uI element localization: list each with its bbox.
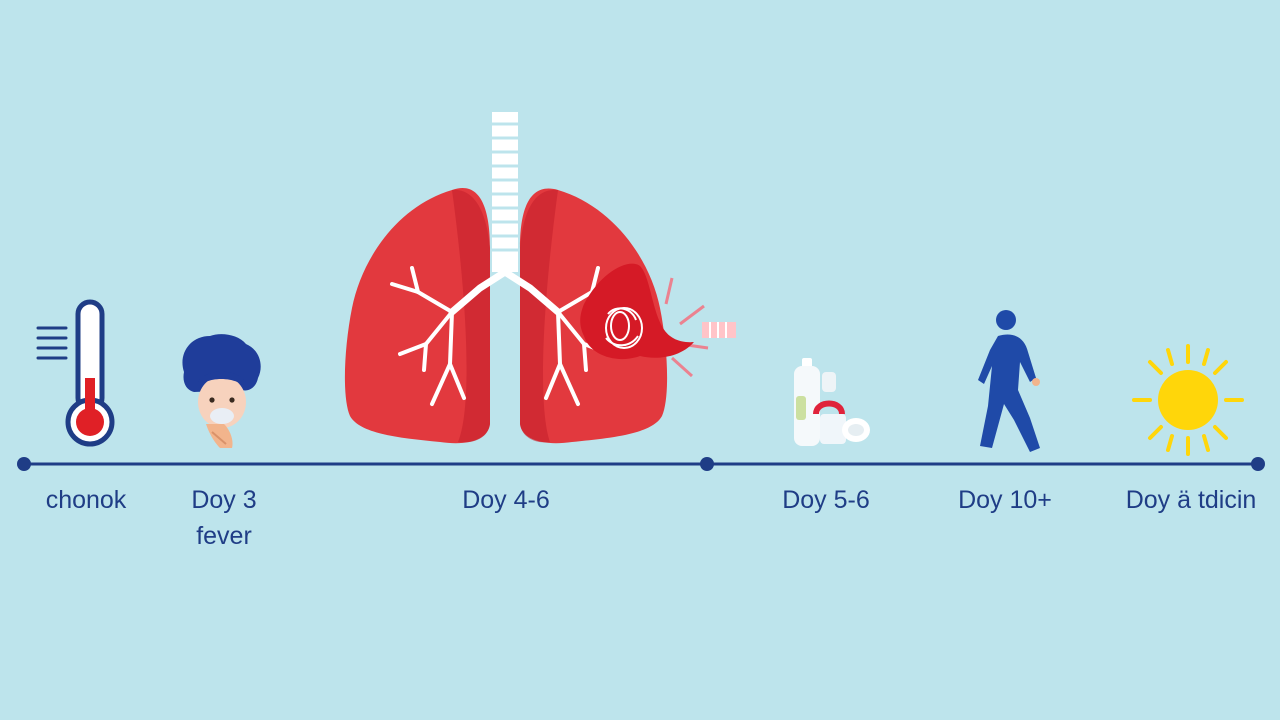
stage-label-text: Doy 3 xyxy=(191,486,257,514)
stage-label-day56: Doy 5-6 xyxy=(782,482,870,518)
stage-sublabel-text: fever xyxy=(196,522,252,550)
medicine-icon xyxy=(794,358,870,446)
stage-label-text: Doy 4-6 xyxy=(462,486,550,514)
timeline-node xyxy=(700,457,714,471)
stage-label-day10: Doy 10+ xyxy=(958,482,1052,518)
stage-label-text: Doy 5-6 xyxy=(782,486,870,514)
inflammation-icon xyxy=(580,263,736,378)
stage-label-onset: chonok xyxy=(46,482,127,518)
stage-label-day3: Doy 3 fever xyxy=(191,482,256,554)
lungs-icon xyxy=(344,112,736,444)
sick-person-icon xyxy=(182,334,261,448)
stage-label-text: Doy 10+ xyxy=(958,486,1052,514)
stage-label-text: Doy ä tdicin xyxy=(1125,486,1257,514)
timeline-node xyxy=(17,457,31,471)
stage-label-text: chonok xyxy=(45,486,127,514)
stage-label-recovery: Doy ä tdicin xyxy=(1126,482,1257,518)
timeline-node xyxy=(1251,457,1265,471)
stage-label-day46: Doy 4-6 xyxy=(462,482,550,518)
walking-person-icon xyxy=(978,310,1040,452)
sun-icon xyxy=(1132,344,1244,456)
thermometer-icon xyxy=(36,299,115,447)
trachea-icon xyxy=(492,112,518,272)
